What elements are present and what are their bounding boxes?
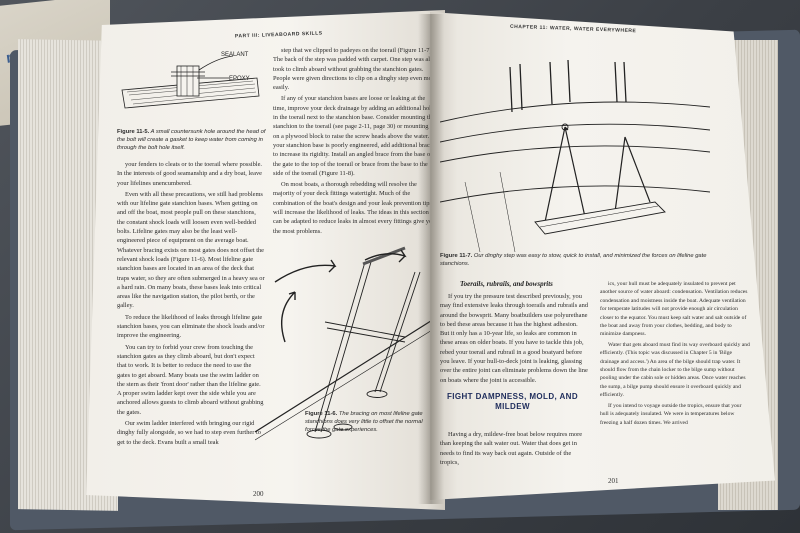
paragraph: Even with all these precautions, we stil… bbox=[117, 190, 265, 310]
figure-11-6-illustration bbox=[255, 246, 445, 441]
left-page: PART III: LIVEABOARD SKILLS SEALANT EPOX… bbox=[86, 10, 445, 510]
figure-11-5-caption: Figure 11-5. A small countersunk hole ar… bbox=[117, 128, 267, 152]
paragraph: Water that gets aboard must find its way… bbox=[600, 341, 750, 399]
figure-11-5-illustration: SEALANT EPOXY bbox=[121, 52, 260, 109]
section-head-dampness: FIGHT DAMPNESS, MOLD, AND MILDEW bbox=[446, 392, 579, 411]
paragraph: Having a dry, mildew-free boat below req… bbox=[440, 431, 583, 466]
caption-text: The bracing on most lifeline gate stanch… bbox=[305, 411, 423, 433]
caption-text: A small countersunk hole around the head… bbox=[117, 129, 266, 151]
left-page-column-right: step that we clipped to padeyes on the t… bbox=[273, 46, 438, 286]
paragraph: Our swim ladder interfered with bringing… bbox=[117, 420, 261, 446]
paragraph: If any of your stanchion bases are loose… bbox=[273, 95, 438, 177]
paragraph: To reduce the likelihood of leaks throug… bbox=[117, 313, 265, 340]
left-page-column-left: your fenders to cleats or to the toerail… bbox=[117, 160, 265, 500]
right-page-column-left-bottom: Having a dry, mildew-free boat below req… bbox=[440, 430, 588, 470]
caption-number: Figure 11-6. bbox=[305, 411, 338, 417]
paragraph: ics, your hull must be adequately insula… bbox=[600, 281, 748, 338]
right-running-head: CHAPTER 11: WATER, WATER EVERYWHERE bbox=[509, 23, 637, 35]
label-sealant: SEALANT bbox=[221, 52, 249, 58]
caption-text: Our dinghy step was easy to stow, quick … bbox=[440, 253, 707, 267]
paragraph: If you try the pressure test described p… bbox=[440, 293, 588, 384]
right-page-number: 201 bbox=[608, 477, 619, 485]
right-page: CHAPTER 11: WATER, WATER EVERYWHERE Figu… bbox=[430, 12, 775, 500]
right-page-column-left: If you try the pressure test described p… bbox=[440, 292, 588, 432]
figure-11-7-illustration bbox=[440, 59, 710, 252]
figure-11-7-caption: Figure 11-7. Our dinghy step was easy to… bbox=[440, 252, 710, 268]
caption-number: Figure 11-7. bbox=[440, 253, 473, 259]
paragraph: step that we clipped to padeyes on the t… bbox=[273, 47, 437, 92]
caption-number: Figure 11-5. bbox=[117, 129, 150, 135]
subhead-toerails: Toerails, rubrails, and bowsprits bbox=[460, 280, 553, 288]
paragraph: You can try to forbid your crew from tou… bbox=[117, 343, 264, 416]
right-page-column-right: ics, your hull must be adequately insula… bbox=[600, 280, 750, 480]
figure-11-6-caption: Figure 11-6. The bracing on most lifelin… bbox=[305, 410, 435, 434]
left-running-head: PART III: LIVEABOARD SKILLS bbox=[234, 30, 323, 40]
book-gutter bbox=[418, 14, 444, 504]
left-page-number: 200 bbox=[253, 490, 264, 498]
paragraph: On most boats, a thorough rebedding will… bbox=[273, 181, 436, 235]
label-epoxy: EPOXY bbox=[229, 76, 250, 82]
paragraph: If you intend to voyage outside the trop… bbox=[600, 402, 742, 426]
paragraph: your fenders to cleats or to the toerail… bbox=[117, 161, 262, 187]
